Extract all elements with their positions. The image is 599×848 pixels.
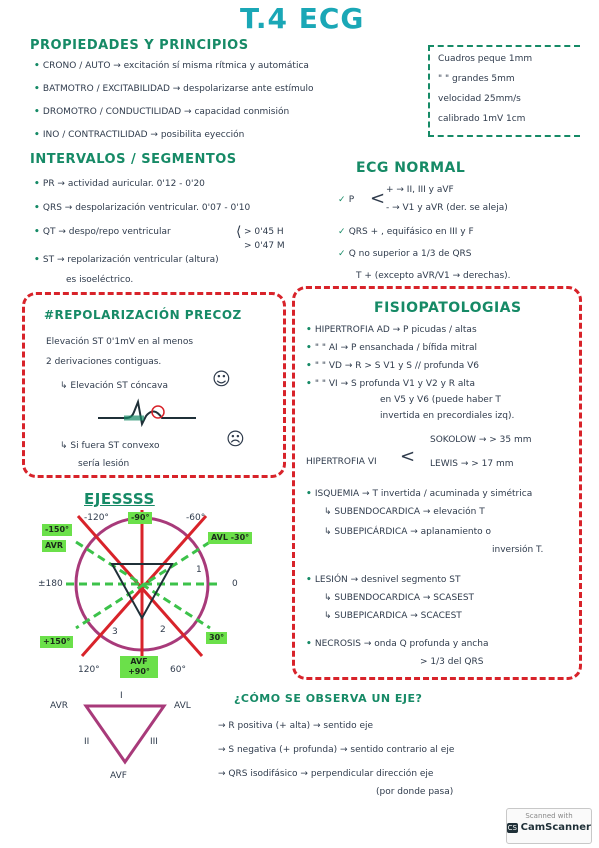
- tag-avf: AVF +90°: [120, 656, 158, 678]
- list-item: PR → actividad auricular. 0'12 - 0'20: [34, 178, 250, 190]
- sad-face: ☹: [226, 429, 245, 450]
- repolarizacion-heading: #REPOLARIZACIÓN PRECOZ: [44, 308, 242, 322]
- lead-number: 1: [196, 565, 202, 575]
- list-item-continuation: (por donde pasa): [376, 787, 454, 797]
- lead-number: 2: [160, 625, 166, 635]
- axis-label-m120: -120°: [84, 513, 109, 523]
- cuadros-box: [428, 45, 580, 137]
- st-concave-note: ↳ Elevación ST cóncava: [60, 381, 169, 391]
- ejes-heading: EJESSSS: [84, 490, 155, 508]
- camscanner-line1: Scanned with: [525, 812, 573, 820]
- axis-green-line: [75, 540, 211, 630]
- list-item: NECROSIS → onda Q profunda y ancha: [306, 638, 489, 650]
- p-branch-brace: <: [370, 188, 386, 209]
- list-item: Q no superior a 1/3 de QRS: [338, 248, 472, 260]
- tag-minus-90: -90°: [128, 512, 153, 524]
- cuadros-list: Cuadros peque 1mm " " grandes 5mm veloci…: [438, 53, 532, 125]
- cuadros-line: Cuadros peque 1mm: [438, 54, 533, 64]
- list-item: INO / CONTRACTILIDAD → posibilita eyecci…: [34, 129, 313, 141]
- como-eje-heading: ¿CÓMO SE OBSERVA UN EJE?: [234, 692, 423, 705]
- ecg-p-plus: + → II, III y aVF: [386, 185, 454, 195]
- cuadros-line: velocidad 25mm/s: [438, 94, 521, 104]
- axis-label-p120: 120°: [78, 665, 100, 675]
- triangle-i: I: [120, 691, 123, 701]
- camscanner-line2: CamScanner: [520, 822, 591, 833]
- list-item: ISQUEMIA → T invertida / acuminada y sim…: [306, 488, 532, 500]
- list-item: " " VD → R > S V1 y S // profunda V6: [306, 360, 514, 372]
- qt-value-m: > 0'47 M: [244, 241, 285, 251]
- qt-brace: ⟨: [236, 224, 242, 240]
- list-item: ST → repolarización ventricular (altura): [34, 254, 250, 266]
- cuadros-line: calibrado 1mV 1cm: [438, 114, 526, 124]
- list-item: LESIÓN → desnivel segmento ST: [306, 574, 461, 586]
- smile-face: ☺: [212, 369, 231, 390]
- fisiopatologias-box: [292, 286, 582, 680]
- list-item: HIPERTROFIA AD → P picudas / altas: [306, 324, 514, 336]
- st-elevation-trace: [98, 398, 196, 428]
- camscanner-logo-icon: CS: [507, 822, 518, 833]
- lead-number: 3: [112, 627, 118, 637]
- fisiopatologias-list: HIPERTROFIA AD → P picudas / altas " " A…: [306, 324, 514, 422]
- list-item: DROMOTRO / CONDUCTILIDAD → capacidad con…: [34, 106, 313, 118]
- lead-triangle: [83, 704, 167, 765]
- qt-value-h: > 0'45 H: [244, 227, 284, 237]
- list-item: QRS + , equifásico en III y F: [338, 226, 474, 238]
- tag-plus-150: +150°: [40, 636, 74, 648]
- intervalos-list: PR → actividad auricular. 0'12 - 0'20 QR…: [34, 178, 250, 286]
- ecg-normal-heading: ECG NORMAL: [356, 160, 466, 176]
- st-convex-note: ↳ Si fuera ST convexo: [60, 441, 160, 451]
- axis-diagram: [66, 510, 218, 658]
- list-item: → R positiva (+ alta) → sentido eje: [218, 721, 374, 731]
- ecg-p-minus: - → V1 y aVR (der. se aleja): [386, 203, 508, 213]
- list-item: BATMOTRO / EXCITABILIDAD → despolarizars…: [34, 83, 314, 95]
- intervalos-heading: INTERVALOS / SEGMENTOS: [30, 152, 237, 167]
- tag-avl: AVL -30°: [208, 532, 253, 544]
- repolarizacion-box: [22, 292, 286, 478]
- triangle-avr: AVR: [50, 701, 68, 711]
- tag-avr: AVR: [42, 540, 66, 552]
- triangle-avf: AVF: [110, 771, 127, 781]
- list-item: QT → despo/repo ventricular: [34, 226, 250, 238]
- repolarizacion-line: Elevación ST 0'1mV en al menos: [46, 337, 194, 347]
- ecg-p-label: P: [338, 194, 354, 206]
- list-item: CRONO / AUTO → excitación sí misma rítmi…: [34, 60, 313, 72]
- lewis: LEWIS → > 17 mm: [430, 459, 514, 469]
- list-item-continuation: invertida en precordiales izq).: [380, 411, 515, 421]
- list-item: → QRS isodifásico → perpendicular direcc…: [218, 769, 434, 779]
- axis-label-pm180: ±180: [38, 579, 63, 589]
- fisiopatologias-heading: FISIOPATOLOGIAS: [374, 300, 522, 316]
- list-item: → S negativa (+ profunda) → sentido cont…: [218, 745, 455, 755]
- hvi-brace: <: [400, 446, 416, 467]
- axis-label-p60: 60°: [170, 665, 186, 675]
- axis-label-zero: 0: [232, 579, 238, 589]
- page-title: T.4 ECG: [240, 2, 365, 35]
- repolarizacion-line: 2 derivaciones contiguas.: [46, 357, 162, 367]
- list-item: ↳ SUBEPICARDICA → SCACEST: [324, 611, 462, 621]
- hvi-label: HIPERTROFIA VI: [306, 457, 377, 467]
- cuadros-line: " " grandes 5mm: [438, 74, 515, 84]
- propiedades-heading: PROPIEDADES Y PRINCIPIOS: [30, 38, 249, 53]
- st-convex-note-2: sería lesión: [78, 459, 130, 469]
- axis-label-m60: -60°: [186, 513, 206, 523]
- list-item: ↳ SUBEPICÁRDICA → aplanamiento o: [324, 527, 492, 537]
- camscanner-watermark: Scanned with CS CamScanner: [506, 808, 592, 844]
- triangle-ii: II: [84, 737, 90, 747]
- sokolow: SOKOLOW → > 35 mm: [430, 435, 532, 445]
- ecg-t-note: T + (excepto aVR/V1 → derechas).: [356, 271, 511, 281]
- triangle-avl: AVL: [174, 701, 191, 711]
- propiedades-list: CRONO / AUTO → excitación sí misma rítmi…: [34, 60, 314, 141]
- list-item: " " AI → P ensanchada / bífida mitral: [306, 342, 514, 354]
- list-item: QRS → despolarización ventricular. 0'07 …: [34, 202, 250, 214]
- list-item: ↳ SUBENDOCARDICA → elevación T: [324, 507, 485, 517]
- triangle-iii: III: [150, 737, 158, 747]
- list-item-continuation: inversión T.: [492, 545, 544, 555]
- tag-minus-150: -150°: [42, 524, 73, 536]
- tag-30: 30°: [206, 632, 228, 644]
- einthoven-triangle: [110, 563, 174, 621]
- list-item: ↳ SUBENDOCARDICA → SCASEST: [324, 593, 475, 603]
- list-item-continuation: es isoeléctrico.: [66, 275, 134, 285]
- list-item-continuation: en V5 y V6 (puede haber T: [380, 395, 501, 405]
- list-item-continuation: > 1/3 del QRS: [420, 657, 484, 667]
- list-item: " " VI → S profunda V1 y V2 y R alta: [306, 378, 514, 390]
